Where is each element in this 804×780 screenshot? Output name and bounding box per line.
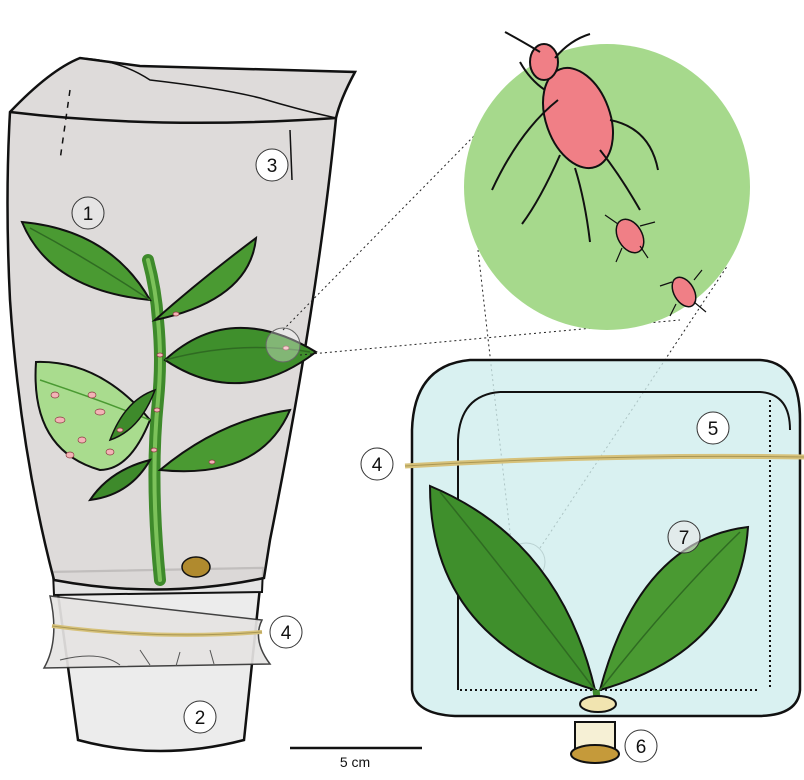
callout-2-label: 2 — [195, 708, 206, 729]
callout-4-right-label: 4 — [372, 455, 383, 476]
tube-plug — [571, 745, 619, 763]
callout-3: 3 — [256, 149, 288, 181]
callout-4-left: 4 — [270, 616, 302, 648]
callout-3-label: 3 — [267, 156, 278, 177]
seed-remnant — [182, 557, 210, 577]
potted-plant-cage — [8, 58, 356, 751]
loupe-left — [266, 328, 300, 362]
scale-bar-label: 5 cm — [340, 754, 370, 770]
callout-1-label: 1 — [83, 204, 94, 225]
leaf-clip-box — [405, 360, 804, 763]
callout-1: 1 — [72, 197, 104, 229]
mesh-cage — [8, 58, 356, 590]
callout-6-label: 6 — [636, 737, 647, 758]
callout-7-label: 7 — [679, 528, 690, 549]
scale-bar: 5 cm — [290, 748, 422, 770]
callout-7: 7 — [668, 521, 700, 553]
callout-5: 5 — [697, 412, 729, 444]
callout-5-label: 5 — [708, 419, 719, 440]
zoom-circle — [464, 32, 750, 330]
callout-4-left-label: 4 — [281, 623, 292, 644]
callout-6: 6 — [625, 730, 657, 762]
callout-2: 2 — [184, 701, 216, 733]
tube-opening — [580, 696, 616, 712]
callout-4-right: 4 — [361, 448, 393, 480]
